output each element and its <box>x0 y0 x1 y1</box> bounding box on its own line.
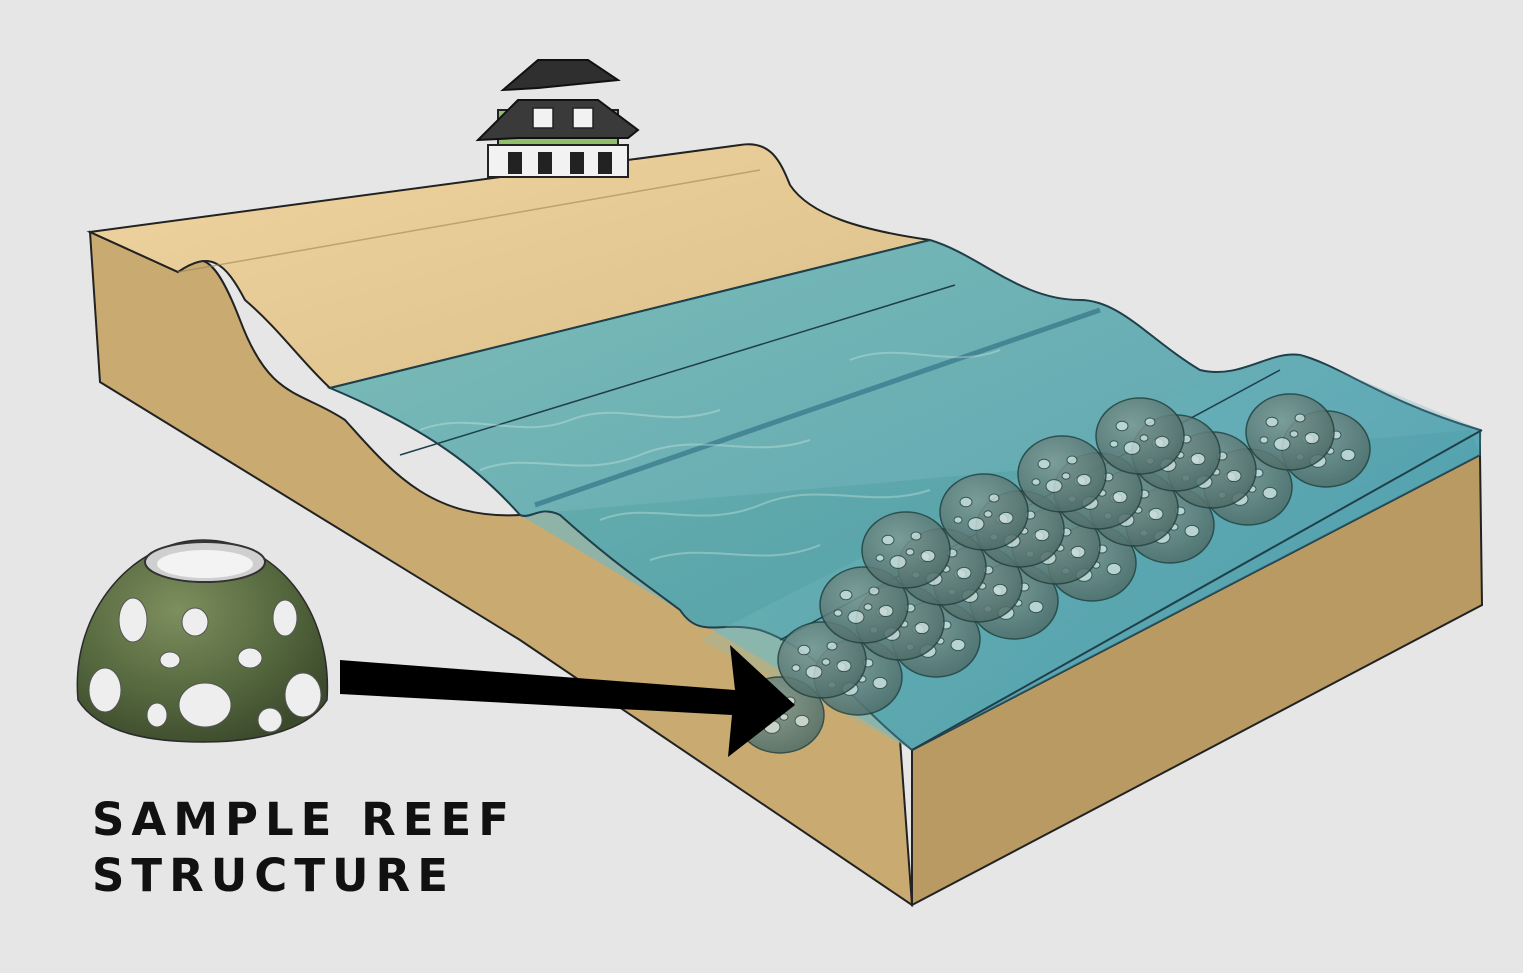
arrow-icon <box>340 645 795 757</box>
reef-module <box>777 621 867 699</box>
reef-module <box>1017 435 1107 513</box>
reef-structure-caption: SAMPLE REEF STRUCTURE <box>92 792 516 904</box>
sand-side-face <box>88 230 914 907</box>
wave-line-1 <box>399 284 956 456</box>
reef-module <box>819 566 909 644</box>
reef-module <box>1095 397 1185 475</box>
house-icon <box>475 59 640 178</box>
caption-line-2: STRUCTURE <box>92 849 455 902</box>
reef-module-array <box>735 393 1371 754</box>
water-front-edge <box>911 429 1483 751</box>
reef-module <box>1245 393 1335 471</box>
reef-module <box>861 511 951 589</box>
caption-line-1: SAMPLE REEF <box>92 793 516 846</box>
beach-crest-line <box>177 169 761 273</box>
wave-line-2 <box>534 307 1101 508</box>
reef-dome-icon <box>76 539 329 743</box>
reef-module <box>939 473 1029 551</box>
water-caustics <box>419 349 1001 561</box>
